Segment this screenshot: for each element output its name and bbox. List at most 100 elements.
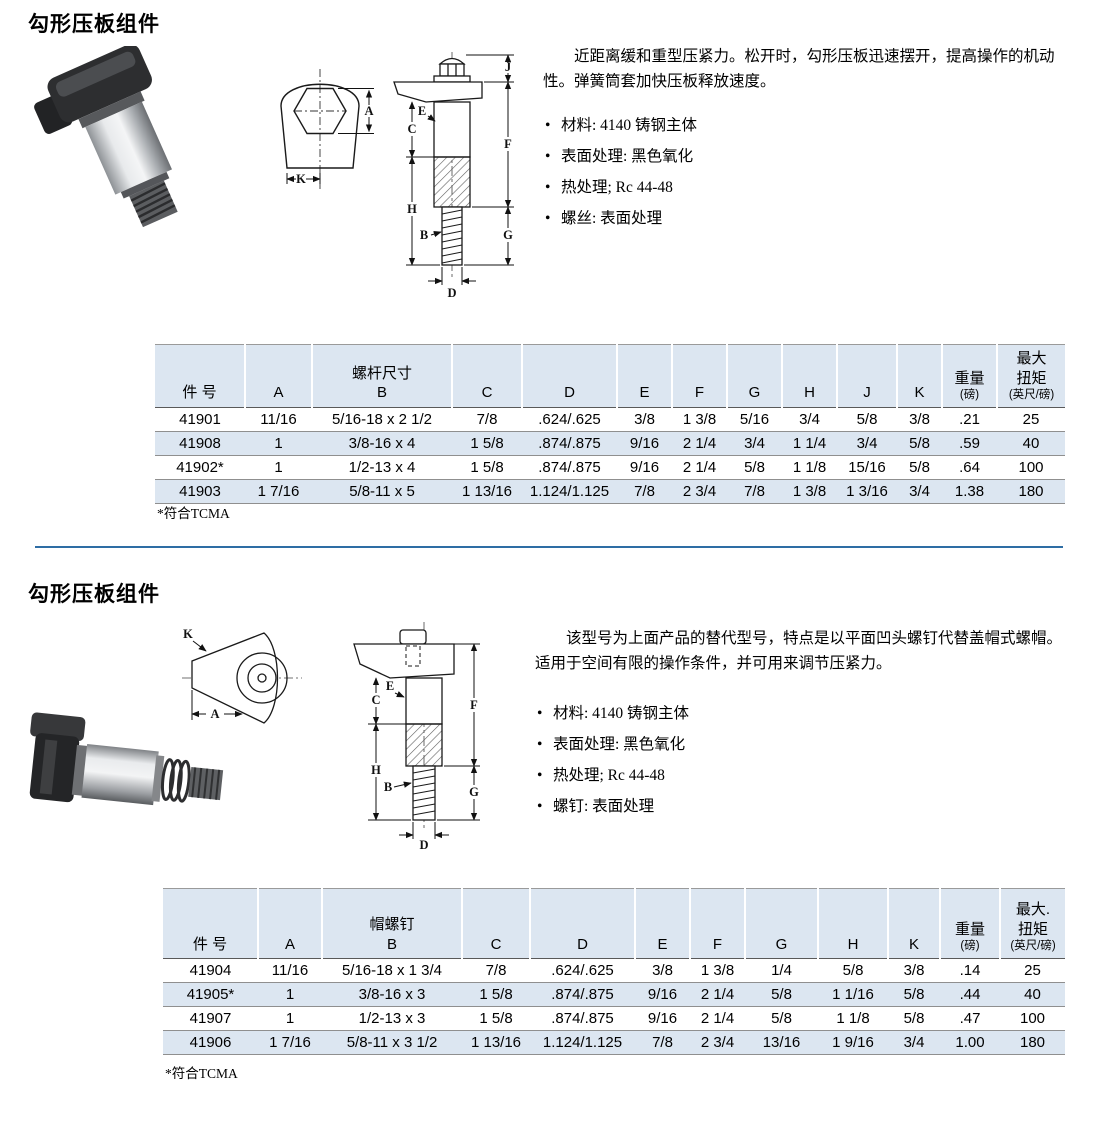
table-cell: 1 1/8: [818, 1006, 888, 1031]
table-cell: 1 7/16: [258, 1030, 322, 1055]
table-cell: 5/8: [727, 455, 782, 480]
table-cell: 7/8: [462, 958, 530, 983]
table-cell: 5/8-11 x 3 1/2: [322, 1030, 462, 1055]
section-divider: [35, 546, 1063, 548]
table-cell: .874/.875: [530, 982, 635, 1007]
table-cell: 13/16: [745, 1030, 818, 1055]
table-cell: 3/4: [727, 431, 782, 456]
dim-label-c: C: [371, 693, 380, 707]
table-cell: 1 5/8: [462, 1006, 530, 1031]
table-cell: 180: [1000, 1030, 1065, 1055]
col-header-d: D: [529, 888, 635, 959]
table-cell: 11/16: [245, 407, 312, 432]
table-cell: 180: [997, 479, 1065, 504]
back-view-drawing-icon: K A: [182, 627, 302, 724]
table-cell: 1/2-13 x 3: [322, 1006, 462, 1031]
table-cell: .47: [940, 1006, 1000, 1031]
section2-title: 勾形压板组件: [28, 583, 160, 606]
table-cell: 1.124/1.125: [522, 479, 617, 504]
table-cell: 7/8: [727, 479, 782, 504]
col-header-weight: 重量(磅): [941, 344, 997, 408]
section1-description: 近距离缓和重型压紧力。松开时，勾形压板迅速摆开，提高操作的机动性。弹簧筒套加快压…: [543, 48, 1055, 91]
table-cell: 3/8: [888, 958, 940, 983]
table-cell: 3/4: [897, 479, 942, 504]
dim-label-g: G: [469, 785, 479, 799]
table-cell: 5/8: [888, 982, 940, 1007]
table-cell: 3/4: [837, 431, 897, 456]
section2-text-block: 该型号为上面产品的替代型号，特点是以平面凹头螺钉代替盖帽式螺帽。适用于空间有限的…: [535, 626, 1072, 822]
dim-label-h: H: [407, 202, 417, 216]
table-cell: 41905*: [163, 982, 258, 1007]
drawing-side-view-1: J F G C E H B D: [382, 52, 530, 307]
table-cell: 1 13/16: [452, 479, 522, 504]
table-cell: 25: [1000, 958, 1065, 983]
col-header-torque: 最大扭矩(英尺/磅): [996, 344, 1065, 408]
table-cell: 1 1/16: [818, 982, 888, 1007]
bullet-item: 热处理; Rc 44-48: [543, 172, 1070, 203]
col-header-part: 件 号: [163, 888, 258, 959]
dim-label-b: B: [420, 228, 428, 242]
table-cell: 9/16: [617, 431, 672, 456]
table-cell: 5/16: [727, 407, 782, 432]
table-cell: 1/4: [745, 958, 818, 983]
table-cell: .14: [940, 958, 1000, 983]
table-cell: .624/.625: [522, 407, 617, 432]
col-header-d: D: [521, 344, 617, 408]
table-cell: .44: [940, 982, 1000, 1007]
drawing-side-view-2: F G C E H B D: [340, 620, 492, 857]
col-header-h: H: [781, 344, 837, 408]
bullet-item: 热处理; Rc 44-48: [535, 760, 1072, 791]
table-cell: 2 1/4: [672, 455, 727, 480]
dim-label-j: J: [505, 60, 511, 74]
col-header-c: C: [451, 344, 522, 408]
table-cell: 1 7/16: [245, 479, 312, 504]
col-header-a: A: [244, 344, 312, 408]
table-cell: .21: [942, 407, 997, 432]
bullet-item: 表面处理: 黑色氧化: [535, 729, 1072, 760]
table-cell: 1.38: [942, 479, 997, 504]
table-cell: 5/16-18 x 2 1/2: [312, 407, 452, 432]
table-cell: 5/8: [745, 982, 818, 1007]
table-cell: 7/8: [635, 1030, 690, 1055]
col-header-k: K: [896, 344, 942, 408]
col-header-torque: 最大.扭矩(英尺/磅): [999, 888, 1065, 959]
col-header-g: G: [744, 888, 818, 959]
table-cell: 5/16-18 x 1 3/4: [322, 958, 462, 983]
table-cell: 1: [258, 982, 322, 1007]
table-cell: 41908: [155, 431, 245, 456]
table-cell: 5/8: [897, 431, 942, 456]
col-header-j: J: [836, 344, 897, 408]
table-cell: 25: [997, 407, 1065, 432]
table-cell: 9/16: [635, 1006, 690, 1031]
table-cell: .874/.875: [522, 431, 617, 456]
dim-label-e: E: [386, 679, 394, 693]
section2-footnote: *符合TCMA: [165, 1066, 238, 1081]
table-cell: 1 3/8: [690, 958, 745, 983]
col-header-h: H: [817, 888, 888, 959]
table-cell: 3/8: [897, 407, 942, 432]
dim-label-a: A: [364, 104, 373, 118]
table-cell: 1 3/16: [837, 479, 897, 504]
table-cell: 41902*: [155, 455, 245, 480]
table-cell: 3/8-16 x 3: [322, 982, 462, 1007]
table-cell: 5/8: [888, 1006, 940, 1031]
table-cell: 15/16: [837, 455, 897, 480]
table-cell: 3/4: [782, 407, 837, 432]
table-cell: .624/.625: [530, 958, 635, 983]
dim-label-g: G: [503, 228, 513, 242]
col-header-f: F: [671, 344, 727, 408]
table-cell: 41906: [163, 1030, 258, 1055]
col-header-f: F: [689, 888, 745, 959]
col-header-weight: 重量(磅): [939, 888, 1000, 959]
